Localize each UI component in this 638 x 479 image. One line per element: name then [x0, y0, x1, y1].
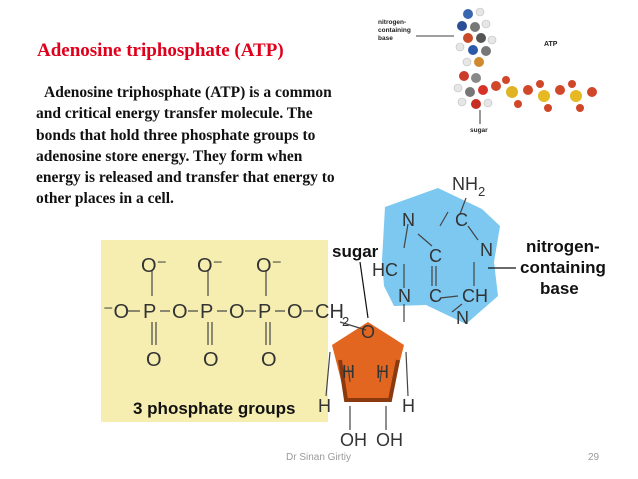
nitrogen-label-line: containing [520, 258, 606, 277]
model-atp-label: ATP [544, 41, 558, 48]
base-atom: N [456, 308, 469, 328]
footer-author: Dr Sinan Girtiy [286, 452, 352, 463]
body-line: other places in a cell. [36, 190, 174, 208]
sugar-atoms: O H H H H OH OH [318, 322, 415, 450]
phosphate-bottom-oxygen: O [261, 349, 277, 371]
nitrogen-base-shape [382, 188, 500, 324]
model-nitrogen-label: containing [378, 27, 411, 34]
sugar-h: H [342, 362, 355, 382]
phosphate-bottom-oxygen: O [203, 349, 219, 371]
phosphate-bottom-oxygens: O O O [146, 349, 277, 371]
ch2-subscript: 2 [342, 314, 349, 329]
bridge-oxygen: O [287, 301, 303, 323]
base-atom: N [398, 286, 411, 306]
body-line: energy is released and transfer that ene… [36, 169, 335, 187]
base-atom: C [429, 286, 442, 306]
phosphate-top-oxygen: O⁻ [141, 255, 167, 277]
ring-oxygen: O [361, 322, 375, 342]
ch2-group: CH [315, 301, 344, 323]
model-nitrogen-label: base [378, 35, 393, 42]
phosphate-groups-label: 3 phosphate groups [133, 399, 295, 418]
chain-start-oxygen: ⁻O [103, 301, 129, 323]
slide-title: Adenosine triphosphate (ATP) [37, 40, 284, 61]
bridge-oxygen: O [229, 301, 245, 323]
nitrogen-label-line: nitrogen- [526, 237, 600, 256]
base-atom: N [402, 210, 415, 230]
page-number: 29 [588, 452, 600, 463]
nitrogen-base-balls [455, 7, 497, 67]
phosphate-chain: ⁻O P O P O P O CH 2 [103, 301, 349, 329]
phosphate-top-oxygens: O⁻ O⁻ O⁻ [141, 255, 282, 277]
phosphate-background [101, 240, 328, 422]
phosphate-balls [491, 76, 597, 112]
phosphate-top-oxygen: O⁻ [197, 255, 223, 277]
sugar-balls [453, 71, 493, 109]
nh2-group: NH [452, 174, 478, 194]
sugar-h: H [402, 396, 415, 416]
model-sugar-label: sugar [470, 127, 488, 134]
body-line: and critical energy transfer molecule. T… [36, 105, 313, 123]
phosphorus-atom: P [258, 301, 271, 323]
body-line: bonds that hold three phosphate groups t… [36, 126, 316, 144]
nitrogen-base-label: nitrogen- containing base [520, 237, 606, 298]
base-atom: C [455, 210, 468, 230]
base-atom: HC [372, 260, 398, 280]
hydroxyl: OH [340, 430, 367, 450]
bridge-oxygen: O [172, 301, 188, 323]
phosphate-top-oxygen: O⁻ [256, 255, 282, 277]
nitrogen-label-line: base [540, 279, 579, 298]
sugar-h: H [376, 362, 389, 382]
phosphate-bottom-oxygen: O [146, 349, 162, 371]
hydroxyl: OH [376, 430, 403, 450]
phosphorus-atom: P [200, 301, 213, 323]
body-line: adenosine store energy. They form when [36, 147, 303, 165]
base-ring-atoms: NH 2 N C N HC C C N CH N [372, 174, 493, 328]
atp-molecular-model: nitrogen- containing base ATP sugar [378, 7, 597, 134]
base-atom: CH [462, 286, 488, 306]
model-nitrogen-label: nitrogen- [378, 19, 406, 26]
sugar-h: H [318, 396, 331, 416]
phosphorus-atom: P [143, 301, 156, 323]
body-line: Adenosine triphosphate (ATP) is a common [44, 84, 332, 101]
nh2-subscript: 2 [478, 184, 485, 199]
body-paragraph: Adenosine triphosphate (ATP) is a common… [36, 82, 476, 210]
base-atom: N [480, 240, 493, 260]
sugar-label: sugar [332, 242, 379, 261]
base-atom: C [429, 246, 442, 266]
